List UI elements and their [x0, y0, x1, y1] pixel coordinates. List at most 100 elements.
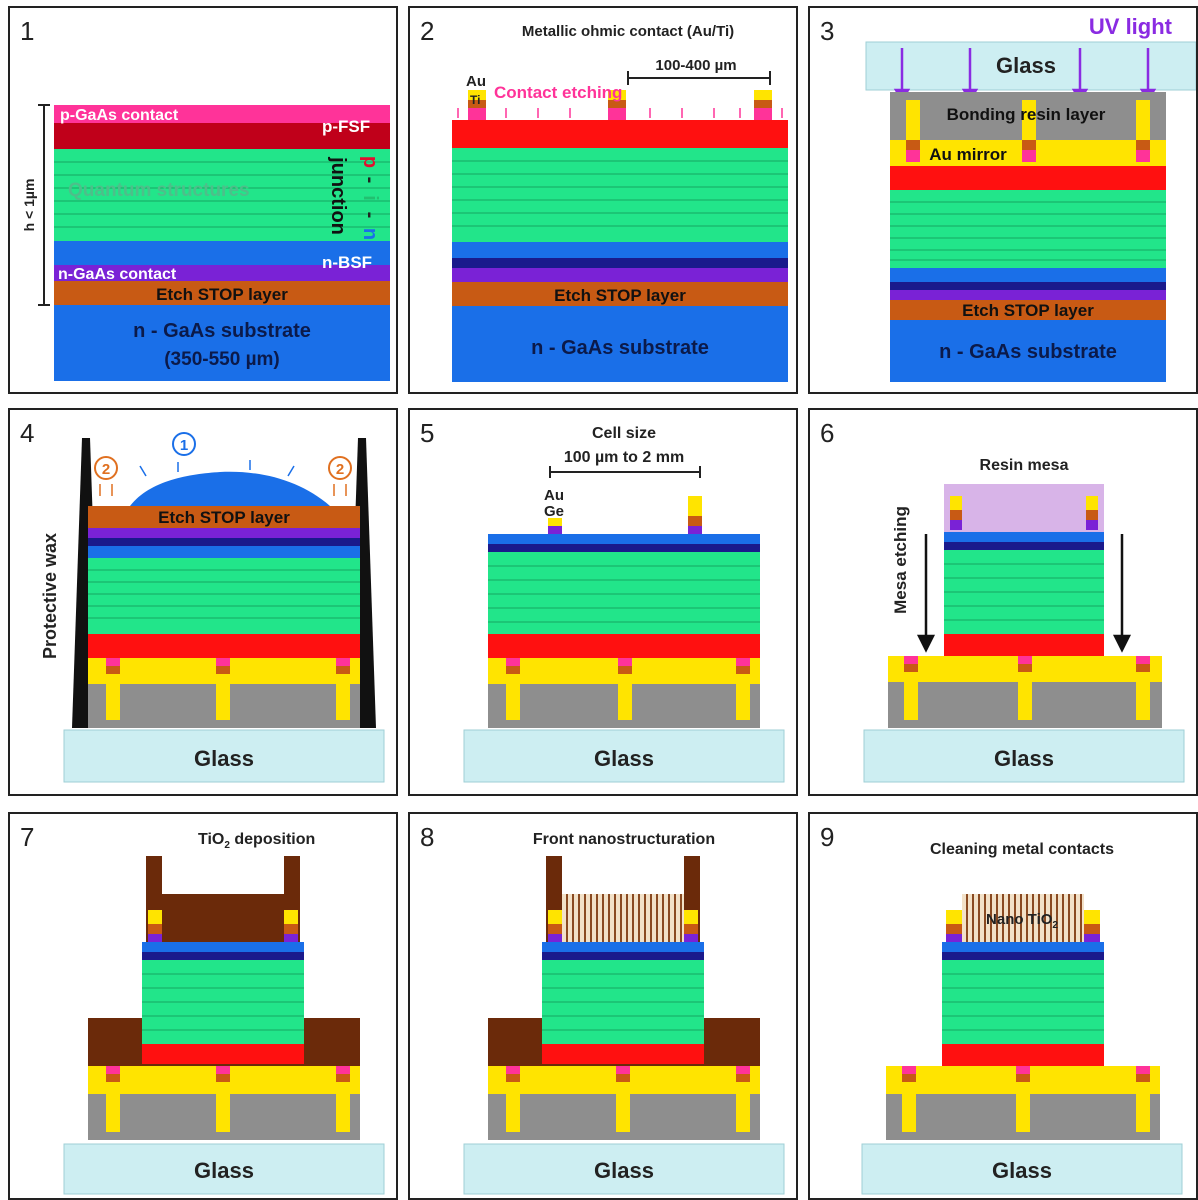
substrate-label: n - GaAs substrate — [531, 337, 709, 359]
tio2-coating-base — [488, 1018, 760, 1066]
uv-light-label: UV light — [1089, 14, 1173, 39]
panel-7-diagram: TiO2 deposition Glass — [63, 831, 385, 1195]
n-gaas-contact-layer — [54, 265, 390, 281]
step-2-marker-left — [94, 456, 118, 480]
panel-3: 3 UV light Glass Bonding resin layer Au … — [808, 6, 1198, 394]
tio2-coating-base — [88, 1018, 360, 1066]
spacing-dimension — [627, 71, 771, 85]
n-bsf-label: n-BSF — [322, 253, 372, 272]
cell-size-range: 100 µm to 2 mm — [564, 449, 684, 466]
quantum-layer — [452, 148, 788, 242]
cell-size-dimension — [549, 466, 701, 478]
step-2-label-left: 2 — [102, 461, 110, 478]
glass-plate — [463, 729, 785, 783]
p-gaas-contact-layer — [54, 105, 390, 123]
panel-9-title: Cleaning metal contacts — [930, 841, 1114, 858]
panel-number: 9 — [820, 822, 835, 852]
cell-size-label: Cell size — [592, 425, 656, 442]
pin-i-label: i — [359, 195, 381, 201]
contact-au — [608, 90, 626, 100]
panel-9: 9 Cleaning metal contacts Nano TiO2 Gla — [808, 812, 1198, 1200]
nanostructured-tio2 — [562, 894, 684, 942]
pin-dash-2: - — [359, 212, 381, 219]
panel-3-diagram: UV light Glass Bonding resin layer Au mi… — [865, 14, 1196, 382]
quantum-structures-layer — [54, 149, 390, 241]
ti-label: Ti — [470, 93, 480, 107]
junction-label: junction — [327, 156, 349, 235]
etch-stop-label: Etch STOP layer — [156, 285, 288, 304]
panel-8-title: Front nanostructuration — [533, 831, 715, 848]
etchant-droplet — [130, 471, 330, 506]
glass-plate — [63, 729, 385, 783]
substrate-label: n - GaAs substrate — [939, 341, 1117, 363]
panel-number: 5 — [420, 418, 435, 448]
glass-plate — [463, 1143, 785, 1195]
panel-7-title: TiO2 deposition — [198, 831, 315, 851]
panel-2-title: Metallic ohmic contact (Au/Ti) — [522, 23, 734, 40]
glass-label: Glass — [194, 746, 254, 771]
etch-stop-layer — [452, 282, 788, 306]
contact-etching-label: Contact etching — [494, 83, 622, 102]
panel-1: 1 h < 1µm p-GaAs contact p-FSF Quantum s… — [8, 6, 398, 394]
etching-arrows — [457, 108, 783, 118]
substrate-layer — [54, 305, 390, 381]
substrate-layer — [452, 306, 788, 382]
p-fsf-label: p-FSF — [322, 117, 370, 136]
panel-7: 7 TiO2 deposition Glass — [8, 812, 398, 1200]
panel-number: 2 — [420, 16, 435, 46]
ge-label: Ge — [544, 503, 564, 520]
panel-number: 3 — [820, 16, 835, 46]
panel-4: 4 Protective wax 1 2 2 Etch STOP layer — [8, 408, 398, 796]
etch-stop-layer — [88, 506, 360, 528]
bonding-resin-label: Bonding resin layer — [947, 105, 1106, 124]
height-label: h < 1µm — [21, 179, 37, 232]
step-1-label: 1 — [180, 437, 188, 454]
panel-6: 6 Resin mesa Mesa etching Glass — [808, 408, 1198, 796]
panel-5: 5 Cell size 100 µm to 2 mm Au Ge Glass — [408, 408, 798, 796]
etch-stop-label: Etch STOP layer — [554, 286, 686, 305]
panel-5-diagram: Cell size 100 µm to 2 mm Au Ge Glass — [463, 425, 785, 783]
protective-wax-label: Protective wax — [40, 533, 60, 659]
etch-stop-layer — [890, 300, 1166, 320]
panel-number: 1 — [20, 16, 35, 46]
glass-plate — [865, 41, 1196, 91]
step-2-marker-right — [328, 456, 352, 480]
panel-8: 8 Front nanostructuration Glass — [408, 812, 798, 1200]
etch-arrows-orange — [99, 484, 347, 496]
contact-au — [754, 90, 772, 100]
glass-label: Glass — [996, 53, 1056, 78]
pin-dash-1: - — [359, 177, 381, 184]
quantum-layer — [890, 190, 1166, 268]
au-label: Au — [544, 487, 564, 504]
glass-plate — [861, 1143, 1183, 1195]
etch-stop-label: Etch STOP layer — [158, 508, 290, 527]
step-1-marker — [172, 432, 196, 456]
etch-stop-layer — [54, 281, 390, 305]
contact-ti — [468, 100, 486, 108]
au-mirror-label: Au mirror — [929, 145, 1007, 164]
mesa-etching-label: Mesa etching — [891, 506, 910, 614]
pin-p-label: p — [359, 156, 381, 168]
p-gaas-label: p-GaAs contact — [60, 107, 179, 124]
panel-2: 2 Metallic ohmic contact (Au/Ti) 100-400… — [408, 6, 798, 394]
nano-tio2-label: Nano TiO2 — [986, 911, 1058, 931]
panel-6-diagram: Resin mesa Mesa etching Glass — [863, 457, 1185, 783]
glass-plate — [63, 1143, 385, 1195]
panel-number: 6 — [820, 418, 835, 448]
n-bsf-layer — [54, 241, 390, 265]
resin-mesa — [944, 484, 1104, 532]
contact-au — [468, 90, 486, 100]
etch-stop-label: Etch STOP layer — [962, 301, 1094, 320]
substrate-thickness-label: (350-550 µm) — [164, 349, 280, 370]
p-fsf-layer — [54, 123, 390, 149]
mesa-etching-arrows — [916, 534, 1132, 653]
quantum-layer — [88, 558, 360, 634]
red-layer — [452, 120, 788, 148]
glass-label: Glass — [594, 746, 654, 771]
tio2-coating-top — [146, 856, 300, 942]
n-gaas-label: n-GaAs contact — [58, 266, 177, 283]
glass-label: Glass — [992, 1158, 1052, 1183]
spacing-label: 100-400 µm — [655, 57, 736, 74]
panel-number: 7 — [20, 822, 35, 852]
panel-9-diagram: Cleaning metal contacts Nano TiO2 Glass — [861, 841, 1183, 1195]
